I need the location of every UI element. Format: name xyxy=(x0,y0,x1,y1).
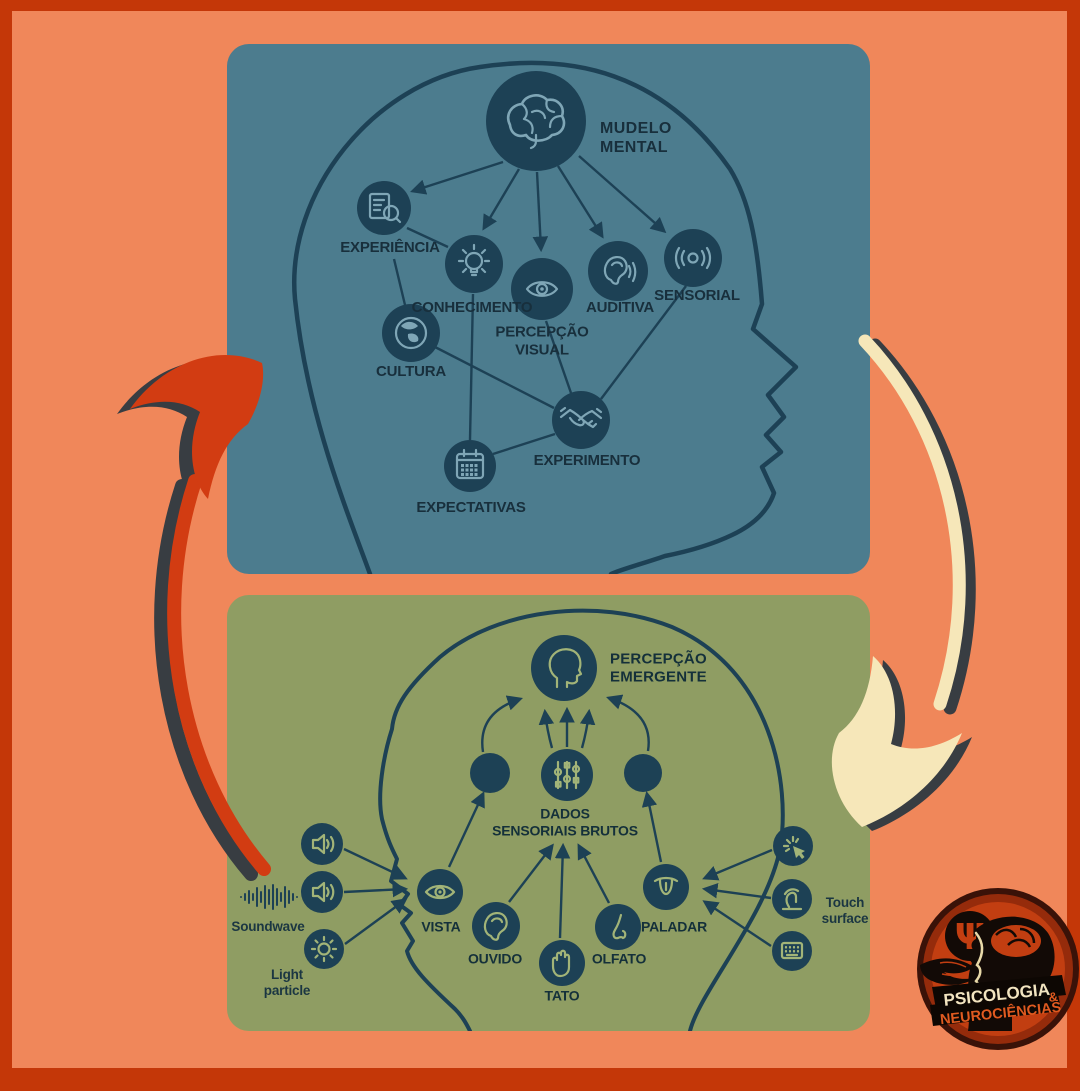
perception-arrows xyxy=(343,694,773,947)
tato-label: TATO xyxy=(544,987,580,1004)
lightbulb-icon xyxy=(457,243,491,277)
auditiva-label: AUDITIVA xyxy=(585,299,655,317)
brain-icon xyxy=(506,94,566,150)
badge-graphic: Ψ PSICOLOGIA & NEUROCIÊNCIAS xyxy=(917,888,1079,1050)
touch-surface-label: Touch surface xyxy=(821,895,869,926)
light-particle-icon xyxy=(310,935,338,963)
cursor-click-icon xyxy=(782,835,805,859)
light-particle-label: Light particle xyxy=(263,967,311,998)
head-outline-right-facing xyxy=(291,60,799,574)
ear-icon xyxy=(603,256,637,285)
experimento-label: EXPERIMENTO xyxy=(533,452,641,470)
node-circles xyxy=(357,71,722,492)
soundwave-label: Soundwave xyxy=(231,919,305,935)
head-profile-icon xyxy=(548,648,583,689)
bottom-panel-diagram xyxy=(240,608,813,1031)
connector-lines xyxy=(392,226,687,456)
cultura-label: CULTURA xyxy=(376,363,446,381)
ear-icon xyxy=(483,912,508,941)
bottom-panel: PERCEPÇÃO EMERGENTE DADOS SENSORIAIS BRU… xyxy=(227,595,870,1031)
eye-icon xyxy=(424,884,456,900)
mudelo-mental-label: MUDELO MENTAL xyxy=(600,120,672,156)
touch-surface-icon xyxy=(780,941,804,960)
sliders-icon xyxy=(553,760,581,790)
hand-icon xyxy=(920,958,974,985)
ouvido-label: OUVIDO xyxy=(467,950,523,967)
eye-icon xyxy=(525,281,559,297)
olfato-label: OLFATO xyxy=(591,950,647,967)
expectativas-label: EXPECTATIVAS xyxy=(416,499,526,517)
vista-label: VISTA xyxy=(421,918,461,935)
waveform-icon xyxy=(240,884,298,910)
brain-arrows xyxy=(410,155,667,253)
dados-sensoriais-brutos-label: DADOS SENSORIAIS BRUTOS xyxy=(492,805,638,838)
conhecimento-label: CONHECIMENTO xyxy=(411,299,533,317)
globe-icon xyxy=(394,316,428,350)
percepcao-emergente-label: PERCEPÇÃO EMERGENTE xyxy=(610,650,707,685)
brand-badge: Ψ PSICOLOGIA & NEUROCIÊNCIAS xyxy=(915,886,1080,1052)
touch-hand-icon xyxy=(781,888,803,911)
node-circles xyxy=(301,635,813,986)
paladar-label: PALADAR xyxy=(640,918,708,935)
hand-icon xyxy=(551,949,571,978)
document-search-icon xyxy=(368,192,402,224)
speaker-icon xyxy=(311,833,335,855)
sensorial-label: SENSORIAL xyxy=(654,287,740,305)
tongue-icon xyxy=(653,876,679,896)
percepcao-visual-label: PERCEPÇÃO VISUAL xyxy=(495,323,589,358)
experiencia-label: EXPERIÊNCIA xyxy=(340,239,440,257)
speaker-icon xyxy=(311,881,335,903)
badge-banner: PSICOLOGIA & NEUROCIÊNCIAS xyxy=(930,975,1066,1028)
calendar-icon xyxy=(455,448,485,480)
top-panel: MUDELO MENTAL EXPERIÊNCIA CONHECIMENTO P… xyxy=(227,44,870,574)
top-panel-diagram xyxy=(291,60,799,574)
signal-waves-icon xyxy=(674,246,712,270)
poster-background: MUDELO MENTAL EXPERIÊNCIA CONHECIMENTO P… xyxy=(12,11,1079,1068)
badge-amp: & xyxy=(1048,989,1059,1005)
nose-icon xyxy=(612,913,627,940)
handshake-icon xyxy=(559,406,603,429)
